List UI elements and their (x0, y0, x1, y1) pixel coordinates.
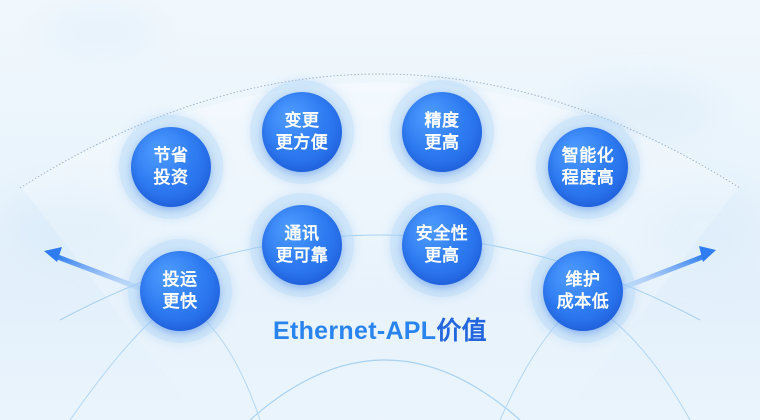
bubble-core: 维护 成本低 (543, 251, 623, 331)
bubble-line1: 精度 (424, 111, 460, 131)
bubble-core: 通讯 更可靠 (262, 205, 342, 285)
bubble-line2: 程度高 (561, 168, 615, 188)
bubble-line2: 更可靠 (275, 246, 329, 266)
bubble-core: 节省 投资 (131, 127, 211, 207)
bubble-higher-safety: 安全性 更高 (390, 193, 494, 297)
title-suffix: 价值 (436, 317, 487, 345)
bubble-line1: 投运 (162, 270, 198, 290)
bubble-core: 投运 更快 (140, 251, 220, 331)
bubble-line2: 更高 (424, 246, 460, 266)
bubble-line1: 智能化 (561, 146, 615, 166)
left-arrow-head-icon (44, 247, 62, 262)
bubble-line1: 通讯 (284, 224, 320, 244)
bubble-line2: 更高 (424, 133, 460, 153)
bubble-core: 安全性 更高 (402, 205, 482, 285)
dotted-arc (19, 73, 741, 189)
bubble-line2: 更快 (162, 292, 198, 312)
bubble-core: 精度 更高 (402, 92, 482, 172)
title-prefix: Ethernet-APL (273, 317, 437, 345)
bubble-line2: 更方便 (275, 133, 329, 153)
bubble-line2: 成本低 (556, 292, 610, 312)
bubble-faster-commissioning: 投运 更快 (128, 239, 232, 343)
background-blur (40, 10, 160, 50)
bubble-higher-precision: 精度 更高 (390, 80, 494, 184)
diagram-title: Ethernet-APL价值 (0, 311, 760, 347)
bubble-line1: 变更 (284, 111, 320, 131)
bubble-core: 智能化 程度高 (548, 127, 628, 207)
bubble-line1: 安全性 (415, 224, 469, 244)
bubble-lower-maintenance: 维护 成本低 (531, 239, 635, 343)
bubble-line2: 投资 (153, 168, 189, 188)
fan-background (20, 82, 740, 420)
bubble-line1: 节省 (153, 146, 189, 166)
bottom-arc (249, 359, 521, 420)
bubble-more-reliable-comm: 通讯 更可靠 (250, 193, 354, 297)
right-arrow-head-icon (699, 246, 716, 262)
bubble-core: 变更 更方便 (262, 92, 342, 172)
bubble-easier-change: 变更 更方便 (250, 80, 354, 184)
bubble-save-investment: 节省 投资 (119, 115, 223, 219)
bubble-higher-intelligence: 智能化 程度高 (536, 115, 640, 219)
bubble-line1: 维护 (565, 270, 601, 290)
